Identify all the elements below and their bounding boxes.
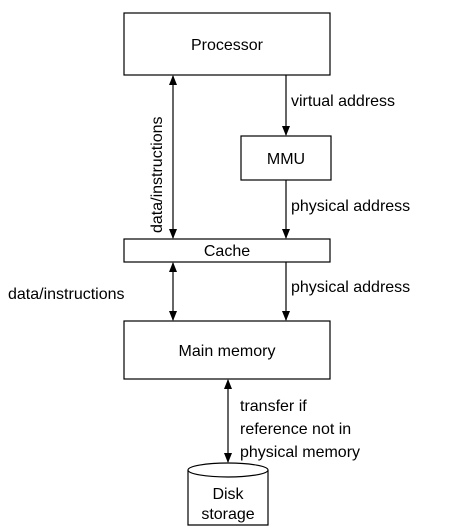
main-memory-label: Main memory xyxy=(179,343,276,360)
virtual-address-label: virtual address xyxy=(291,93,395,110)
disk-storage-node: Disk storage xyxy=(187,462,269,526)
main-memory-box xyxy=(123,320,331,380)
processor-box xyxy=(123,12,331,76)
processor-node: Processor xyxy=(123,12,331,76)
main-memory-node: Main memory xyxy=(123,320,331,380)
mmu-box xyxy=(240,135,332,181)
disk-label-line1: Disk xyxy=(212,486,244,503)
data-instructions-vertical-label: data/instructions xyxy=(149,116,166,233)
transfer-label-line2: reference not in xyxy=(240,421,351,438)
physical-address-label-2: physical address xyxy=(291,279,410,296)
data-instructions-horizontal-label: data/instructions xyxy=(8,286,125,303)
mmu-node: MMU xyxy=(240,135,332,181)
cache-label: Cache xyxy=(204,243,250,260)
physical-address-label-1: physical address xyxy=(291,198,410,215)
cache-node: Cache xyxy=(123,238,331,263)
mmu-label: MMU xyxy=(267,151,305,168)
disk-cylinder-top xyxy=(187,462,269,478)
transfer-label-line1: transfer if xyxy=(240,398,307,415)
disk-cylinder-body xyxy=(187,470,269,526)
disk-label-line2: storage xyxy=(201,506,254,523)
transfer-label-line3: physical memory xyxy=(240,444,360,461)
processor-label: Processor xyxy=(191,37,264,54)
cache-box xyxy=(123,238,331,263)
